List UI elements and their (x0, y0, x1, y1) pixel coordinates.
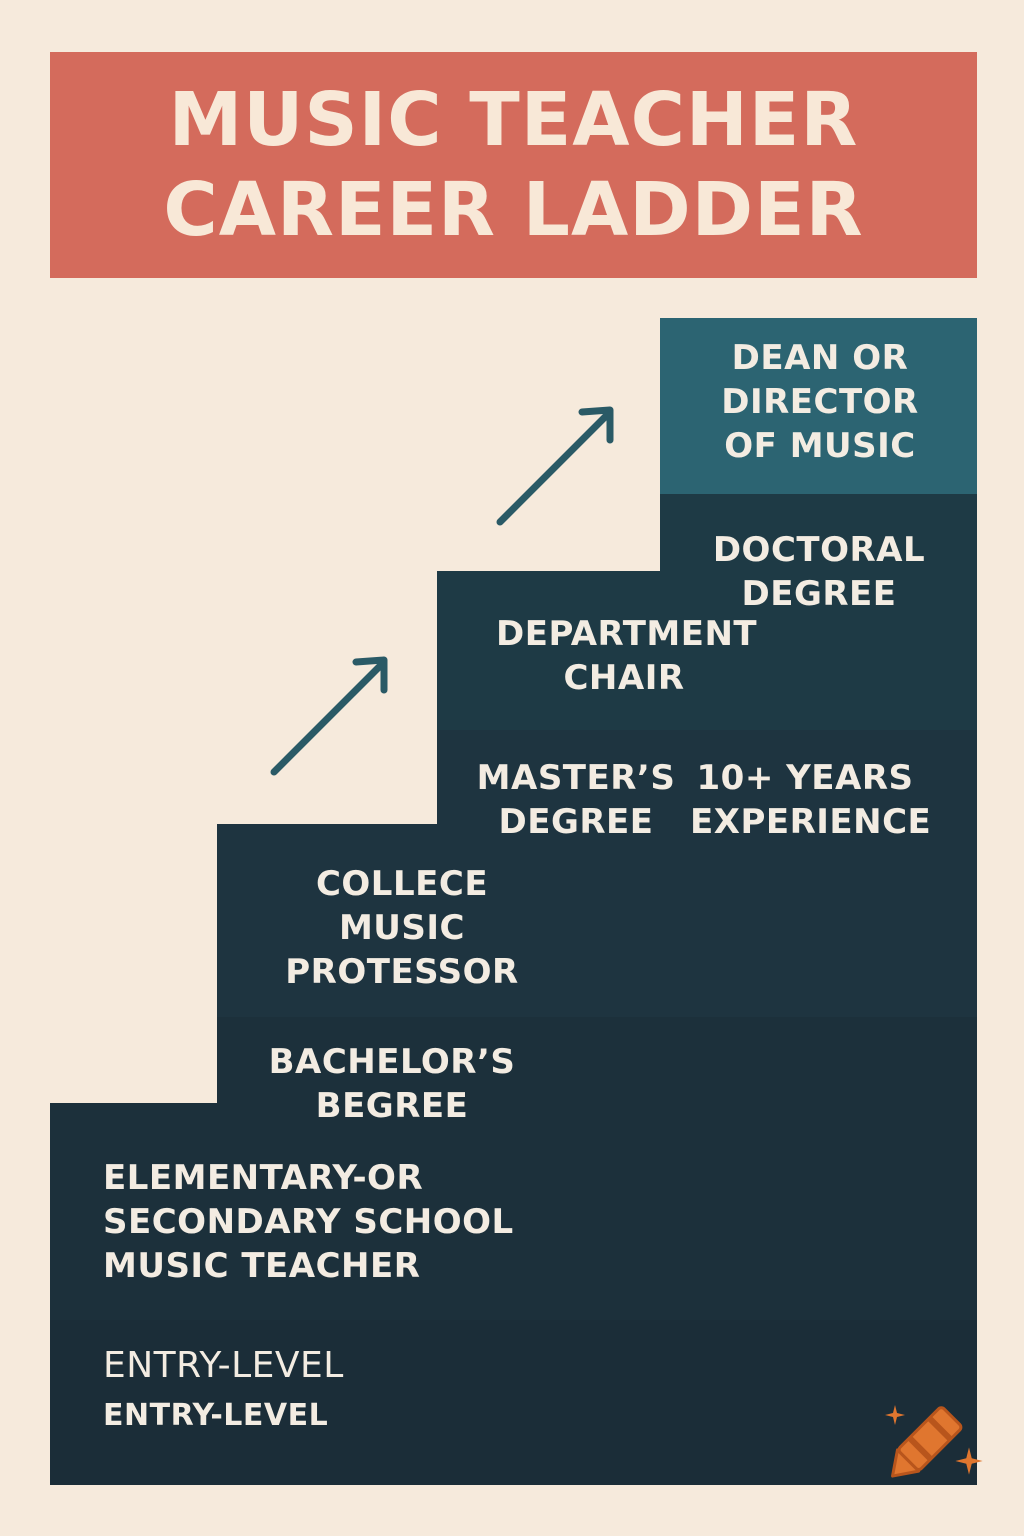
entry-level-label: ENTRY-LEVEL (103, 1345, 344, 1386)
entry-level-sublabel: ENTRY-LEVEL (103, 1398, 329, 1433)
sparkle-icon (885, 1405, 905, 1425)
crayon-logo-icon (891, 1406, 963, 1478)
doctoral-degree-label: DOCTORAL DEGREE (712, 530, 926, 614)
department-chair-label: DEPARTMENT CHAIR (496, 614, 758, 698)
college-professor-label: COLLECE MUSIC PROTESSOR (285, 864, 519, 992)
step-block-chair (437, 571, 977, 730)
step-block-college (217, 824, 977, 1017)
up-right-arrow-icon (496, 406, 614, 526)
title-line-2: CAREER LADDER (163, 167, 864, 253)
up-right-arrow-icon (270, 656, 388, 776)
step-block-dean (660, 318, 977, 494)
masters-degree-label: MASTER’S DEGREE (476, 758, 676, 842)
dean-director-label: DEAN OR DIRECTOR OF MUSIC (721, 338, 919, 466)
experience-label: 10+ YEARS EXPERIENCE (690, 758, 932, 842)
step-block-entry (50, 1320, 977, 1485)
school-teacher-label: ELEMENTARY-OR SECONDARY SCHOOL MUSIC TEA… (103, 1158, 514, 1286)
bachelors-degree-label: BACHELOR’S BEGREE (268, 1042, 516, 1126)
step-block-bachelors (217, 1017, 977, 1103)
step-block-school (50, 1103, 977, 1320)
sparkle-icon (955, 1447, 983, 1475)
title-banner: MUSIC TEACHER CAREER LADDER (50, 52, 977, 278)
step-block-doctoral (660, 494, 977, 571)
title-line-1: MUSIC TEACHER (168, 77, 859, 163)
step-block-masters (437, 730, 977, 824)
